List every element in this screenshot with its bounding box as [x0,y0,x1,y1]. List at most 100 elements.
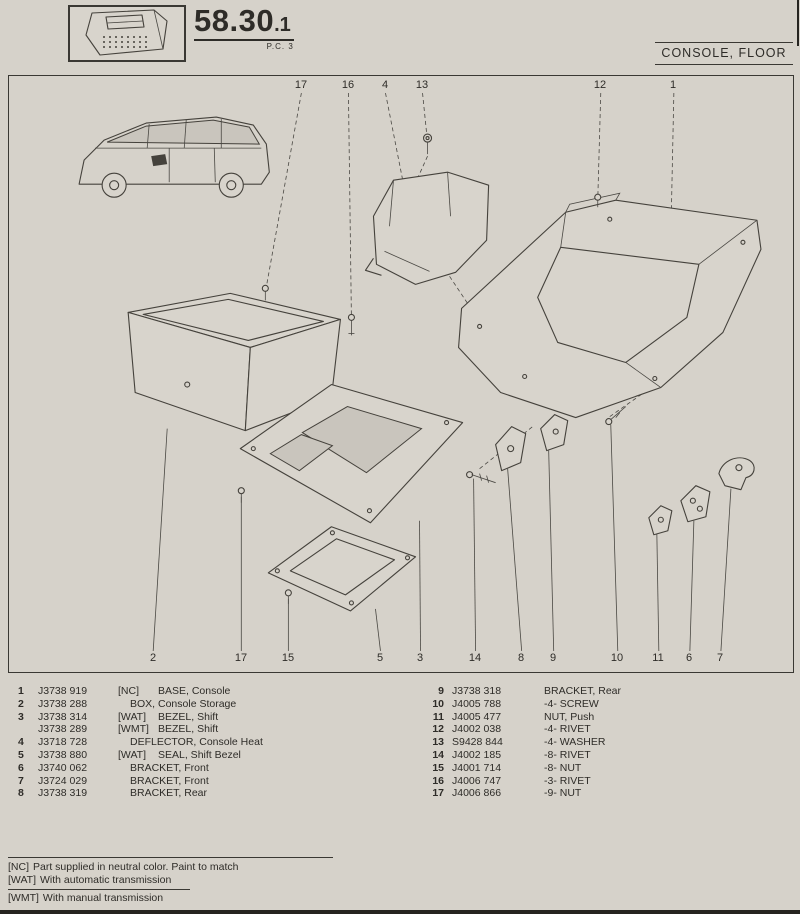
part-description: -8- RIVET [544,748,591,761]
title-rule-top [655,42,793,43]
thumb-display [105,14,145,30]
part-qualifier [118,736,130,749]
part-number: J3718 728 [38,736,88,749]
part-ref: 15 [432,761,444,774]
part-ref: 9 [438,685,444,697]
part-ref: 6 [18,761,24,774]
footnote-text: With automatic transmission [40,874,172,886]
part-description: -4- SCREW [544,697,599,710]
callout-1: 1 [669,79,677,91]
section-number-block: 58.30.1 P.C. 3 [194,3,294,51]
exploded-diagram-art [78,92,762,652]
part-qualifier: [WAT] [118,748,146,761]
thumb-panel-outline [85,9,168,56]
car-console-marker [151,154,168,167]
part-row: 7 J3724 029 BRACKET, Front [18,775,412,788]
footnotes: [NC]Part supplied in neutral color. Pain… [8,857,792,905]
scan-edge-bottom [0,910,800,914]
thumb-speaker-dots [103,36,147,48]
part-description: DEFLECTOR, Console Heat [130,736,263,749]
part-ref: 2 [18,697,24,710]
part-row: 16 J4006 747 -3- RIVET [430,775,800,788]
footnote-rule-top [8,857,333,858]
nut-17-upper [261,284,269,301]
part-row: 4 J3718 728 DEFLECTOR, Console Heat [18,736,412,749]
part-console-base [458,192,762,419]
part-row: 5 J3738 880 [WAT] SEAL, Shift Bezel [18,749,412,762]
part-number: J4005 788 [452,697,502,710]
part-bracket-front-6 [680,485,711,523]
part-push-nut-11 [648,505,673,536]
part-ref: 10 [432,697,444,710]
part-ref: 13 [432,736,444,749]
footnote-text: Part supplied in neutral color. Paint to… [33,861,239,873]
part-row: 1 J3738 919 [NC] BASE, Console [18,685,412,698]
part-number: J4001 714 [452,761,502,774]
console-thumbnail-art [85,9,168,56]
parts-list-left-column: 1 J3738 919 [NC] BASE, Console 2 J3738 2… [0,685,412,800]
footnote-text: With manual transmission [42,892,164,904]
part-shift-seal [267,526,417,612]
part-description: BOX, Console Storage [130,697,237,710]
callout-5: 5 [376,652,384,664]
rivet-16 [347,313,355,336]
part-qualifier [118,787,130,800]
part-description: BEZEL, Shift [158,710,219,723]
part-description: -4- RIVET [544,723,591,736]
car-wheel [218,172,244,198]
part-row: 10 J4005 788 -4- SCREW [430,698,800,711]
exploded-diagram: 17 16 4 13 12 1 2 17 15 5 3 14 8 9 10 11… [8,75,794,673]
part-ref: 4 [18,736,24,749]
part-description: NUT, Push [544,710,595,723]
part-number: J4002 185 [452,748,502,761]
title-rule-bottom [655,64,793,65]
part-shift-bezel [239,383,464,524]
part-description: SEAL, Shift Bezel [158,748,241,761]
callout-17-top: 17 [294,79,308,91]
callout-8: 8 [517,652,525,664]
part-description: BRACKET, Front [130,761,209,774]
part-description: BRACKET, Rear [544,685,622,697]
page-title: CONSOLE, FLOOR [661,46,787,60]
part-description: BASE, Console [158,685,231,697]
part-description: -3- RIVET [544,774,591,787]
part-ref [18,723,38,736]
part-qualifier: [NC] [118,685,139,697]
part-row: 13 S9428 844 -4- WASHER [430,736,800,749]
callout-3: 3 [416,652,424,664]
part-description: BRACKET, Front [130,774,209,787]
fasteners [237,133,627,604]
section-title-block: CONSOLE, FLOOR [655,42,793,65]
thumb-display-line [106,20,144,24]
footnote-wat: [WAT]With automatic transmission [8,874,792,887]
callout-11: 11 [652,652,664,664]
part-description: -9- NUT [544,787,582,800]
part-row: 3 J3738 314 [WAT] BEZEL, Shift [18,711,412,724]
part-ref: 11 [432,710,444,723]
scan-edge-right [797,0,799,46]
callout-13: 13 [415,79,429,91]
part-number: J3738 319 [38,787,88,800]
part-number: J4002 038 [452,723,502,736]
part-ref: 8 [18,787,24,800]
part-number: J3738 289 [38,723,88,736]
page-code: P.C. 3 [266,42,294,51]
part-qualifier [118,762,130,775]
part-bracket-rear-9 [540,414,569,452]
part-row: 11 J4005 477 NUT, Push [430,711,800,724]
part-number: J3740 062 [38,761,88,774]
car-wheel [101,172,127,198]
part-ref: 5 [18,748,24,761]
parts-list: 1 J3738 919 [NC] BASE, Console 2 J3738 2… [0,685,800,800]
car-illustration [78,116,270,198]
callout-15: 15 [281,652,295,664]
part-number: J3738 314 [38,710,88,723]
part-row: 14 J4002 185 -8- RIVET [430,749,800,762]
nut-15 [284,589,292,604]
part-number: J4006 866 [452,787,502,800]
part-row: 15 J4001 714 -8- NUT [430,762,800,775]
console-thumbnail [68,5,186,62]
part-number: J3724 029 [38,774,88,787]
thumb-panel-edge [153,9,164,50]
